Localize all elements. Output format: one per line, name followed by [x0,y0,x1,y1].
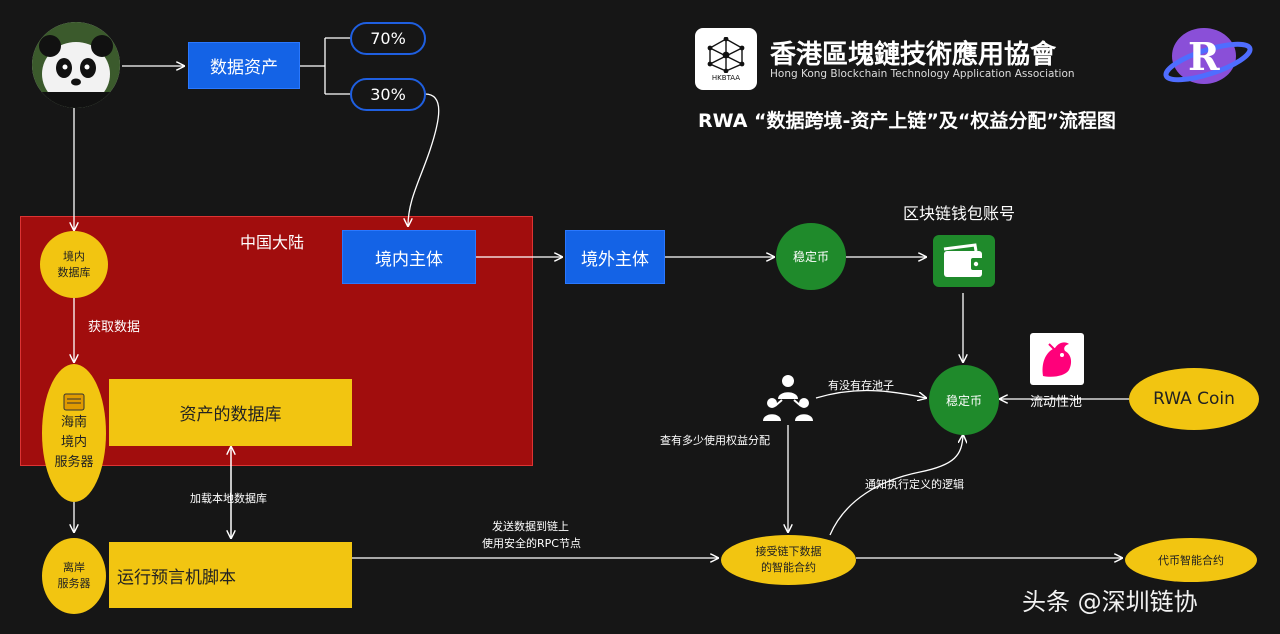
server-icon [63,393,85,411]
wallet-glyph-icon [943,243,984,277]
stablecoin-node-1: 稳定币 [776,223,846,290]
uniswap-unicorn-icon [1042,342,1072,377]
r-brand-logo: R [1160,22,1254,88]
token-contract-node: 代币智能合约 [1125,538,1257,582]
oracle-script-node: 运行预言机脚本 [109,542,352,608]
wallet-icon [933,235,995,287]
offshore-server-node: 离岸 服务器 [42,538,106,614]
r-letter: R [1188,34,1220,79]
wallet-label: 区块链钱包账号 [903,204,1016,223]
hainan-server-node: 海南 境内 服务器 [42,364,106,502]
check-rights-label: 查有多少使用权益分配 [660,434,770,447]
hkbtaa-logo: HKBTAA [695,28,757,90]
logo-abbr-text: HKBTAA [711,73,741,82]
hainan-server-label: 海南 境内 服务器 [54,414,94,471]
load-local-db-label: 加载本地数据库 [190,492,267,505]
rwa-coin-node: RWA Coin [1129,368,1259,430]
pct-30-pill: 30% [350,78,426,111]
org-name-cn: 香港區塊鏈技術應用協會 [770,40,1057,70]
send-data-label-2: 使用安全的RPC节点 [482,537,581,550]
notify-logic-label: 通知执行定义的逻辑 [865,478,964,491]
hkbtaa-network-icon [707,36,745,73]
asset-db-node: 资产的数据库 [109,379,352,446]
send-data-label-1: 发送数据到链上 [492,520,569,533]
chart-title: RWA “数据跨境-资产上链”及“权益分配”流程图 [698,110,1116,132]
users-hierarchy-icon [760,372,816,424]
unicorn-icon [1030,333,1084,385]
watermark-text: 头条 @深圳链协 [1022,588,1198,616]
offchain-data-contract-node: 接受链下数据 的智能合约 [721,535,856,585]
liquidity-pool-label: 流动性池 [1030,395,1083,410]
panda-icon [32,22,120,108]
fetch-data-label: 获取数据 [88,320,141,335]
people-network-icon [763,375,813,421]
domestic-db-node: 境内 数据库 [40,231,108,298]
org-name-en: Hong Kong Blockchain Technology Applicat… [770,68,1075,80]
stablecoin-node-2: 稳定币 [929,365,999,435]
pool-question-label: 有没有存池子 [828,379,894,392]
region-label: 中国大陆 [240,233,305,252]
panda-avatar-icon [32,22,120,108]
data-asset-node: 数据资产 [188,42,300,89]
domestic-entity-node: 境内主体 [342,230,476,284]
pct-70-pill: 70% [350,22,426,55]
r-logo-icon: R [1163,28,1253,84]
overseas-entity-node: 境外主体 [565,230,665,284]
